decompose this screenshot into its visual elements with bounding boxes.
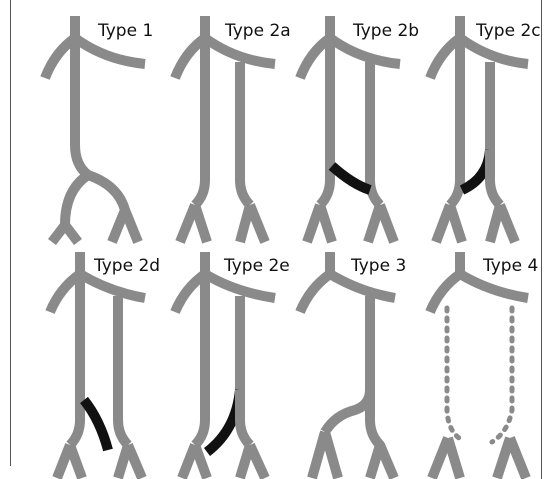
left-limb-inner [320, 430, 343, 479]
right-trunk-lower [235, 390, 254, 449]
label-type-2b: Type 2b [352, 21, 419, 41]
left-limb-b [315, 203, 337, 244]
absent-right-trunk [489, 305, 515, 445]
left-trunk [191, 38, 210, 209]
left-limb [48, 170, 91, 246]
panel-type-2b: Type 2b [295, 16, 419, 244]
right-limb-outer [120, 208, 143, 244]
panel-type-2a: Type 2a [170, 16, 291, 244]
label-type-4: Type 4 [482, 256, 538, 276]
upper-right-branch [457, 269, 529, 303]
label-type-1: Type 1 [97, 21, 153, 41]
upper-right-branch [202, 33, 276, 69]
left-trunk [446, 38, 465, 209]
upper-left-branch [295, 269, 333, 315]
connector-segment [80, 396, 113, 452]
label-type-3: Type 3 [350, 256, 406, 276]
main-trunk [320, 296, 375, 435]
label-type-2a: Type 2a [224, 21, 291, 41]
right-trunk [235, 62, 254, 209]
right-trunk [365, 62, 384, 209]
right-limb-b [495, 203, 520, 244]
right-limb-b [123, 443, 147, 479]
left-limb-b [445, 203, 467, 244]
connector-segment [328, 162, 372, 195]
panel-type-1: Type 1 [40, 16, 153, 246]
left-limb-inner [61, 221, 82, 246]
label-type-2c: Type 2c [475, 21, 541, 41]
upper-right-branch [457, 33, 529, 69]
upper-right-branch [77, 269, 146, 303]
upper-right-branch [72, 33, 146, 69]
right-limb [365, 390, 385, 479]
right-limb-b [245, 442, 270, 479]
left-limb-b [65, 443, 87, 479]
upper-right-branch [327, 33, 401, 69]
right-trunk-lower [485, 150, 504, 209]
panel-type-2c: Type 2c [425, 16, 541, 244]
left-trunk [191, 274, 210, 449]
right-trunk [113, 296, 132, 449]
upper-left-branch [425, 269, 463, 315]
left-limb-b [190, 203, 212, 244]
frame-border-right [541, 0, 542, 479]
upper-right-branch [202, 269, 276, 303]
label-type-2e: Type 2e [223, 256, 290, 276]
label-type-2d: Type 2d [93, 256, 160, 276]
upper-right-branch [327, 269, 396, 303]
left-trunk [316, 38, 335, 209]
panel-type-2d: Type 2d [45, 252, 160, 479]
right-limb-b [245, 203, 270, 244]
frame-border-left [10, 0, 11, 466]
right-limb-b [375, 203, 399, 244]
right-limb [86, 170, 130, 244]
right-limb-b [505, 436, 531, 479]
right-limb-outer [375, 443, 399, 479]
absent-left-trunk [444, 305, 465, 443]
panel-type-2e: Type 2e [170, 252, 290, 479]
left-limb-b [190, 443, 212, 479]
left-trunk [66, 274, 85, 449]
panel-type-4: Type 4 [425, 252, 538, 479]
panel-type-3: Type 3 [295, 252, 406, 479]
main-trunk [70, 38, 92, 179]
left-limb-b [443, 436, 465, 479]
